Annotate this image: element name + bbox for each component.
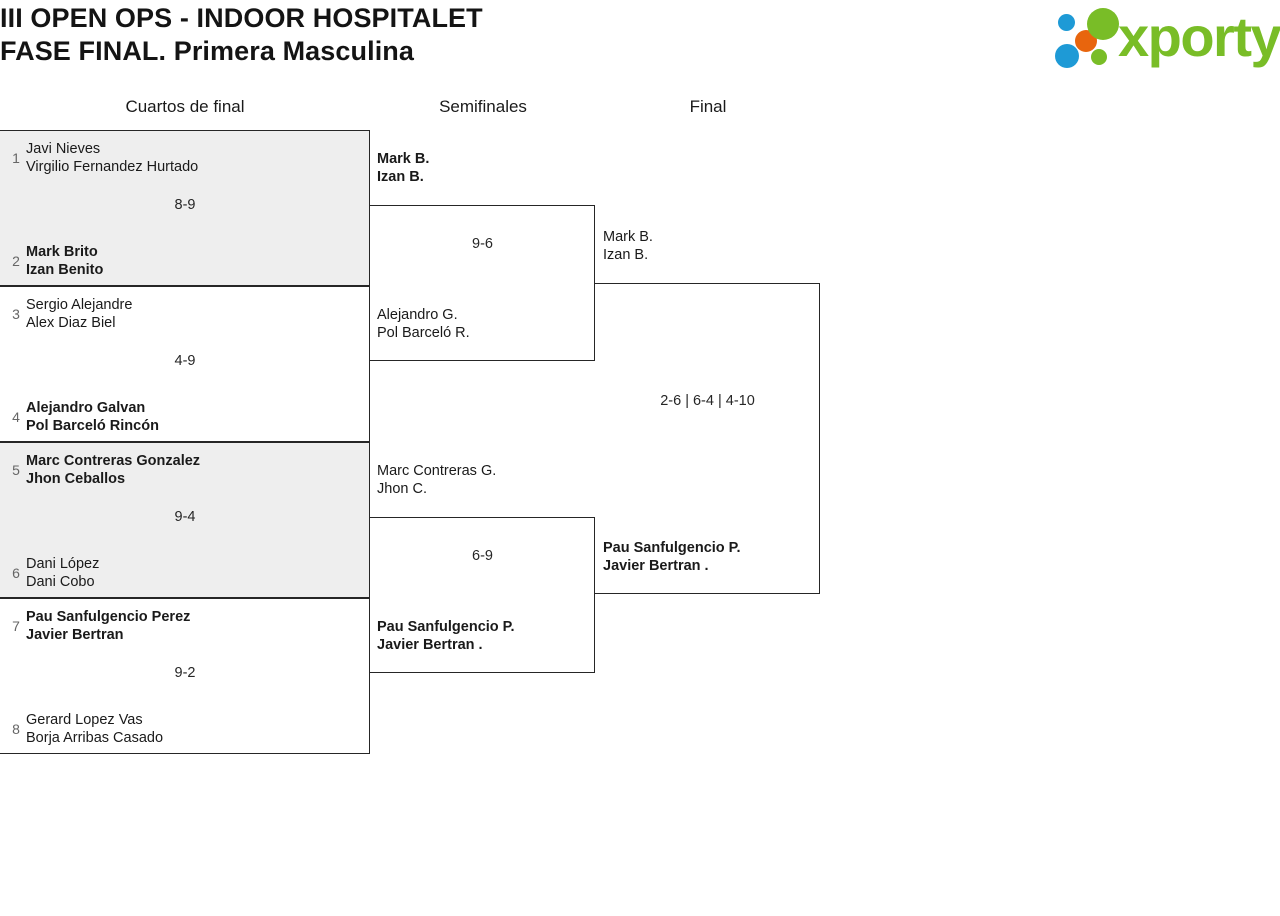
match-score: 9-4 [174, 509, 196, 525]
player-name-1: Pau Sanfulgencio P. [377, 619, 515, 635]
player-name-2: Alex Diaz Biel [26, 315, 116, 331]
player-name-1: Javi Nieves [26, 141, 101, 157]
player-name-1: Sergio Alejandre [26, 297, 133, 313]
semifinal-match-2[interactable]: Marc Contreras G. Jhon C. 6-9 Pau Sanful… [370, 463, 595, 673]
player-name-1: Mark B. [377, 151, 430, 167]
seed-number: 2 [12, 253, 20, 269]
match-score: 2-6 | 6-4 | 4-10 [660, 393, 755, 409]
player-name-2: Izan B. [603, 247, 649, 263]
team-names: Marc Contreras Gonzalez Jhon Ceballos [26, 452, 200, 488]
player-name-1: Marc Contreras Gonzalez [26, 453, 201, 469]
match-score: 6-9 [472, 548, 493, 564]
page-header: III OPEN OPS - INDOOR HOSPITALET FASE FI… [0, 0, 1280, 90]
seed-number: 3 [12, 306, 20, 322]
seed-number: 6 [12, 565, 20, 581]
logo-dots-icon [1052, 6, 1128, 68]
match-team-bottom[interactable]: Pau Sanfulgencio P. Javier Bertran . [377, 618, 515, 654]
player-name-1: Marc Contreras G. [377, 463, 497, 479]
logo-dot-green-small-icon [1091, 49, 1107, 65]
seed-number: 1 [12, 150, 20, 166]
player-name-1: Dani López [26, 556, 100, 572]
player-name-2: Dani Cobo [26, 574, 95, 590]
tournament-title: III OPEN OPS - INDOOR HOSPITALET FASE FI… [0, 2, 900, 68]
match-score: 4-9 [174, 353, 196, 369]
match-team-bottom[interactable]: Alejandro G. Pol Barceló R. [377, 306, 470, 342]
player-name-1: Mark Brito [26, 244, 98, 260]
round-header-quarterfinals: Cuartos de final [125, 97, 245, 116]
team-names: Sergio Alejandre Alex Diaz Biel [26, 296, 132, 332]
match-team-top[interactable]: Mark B. Izan B. [377, 150, 429, 186]
match-team-top[interactable]: Mark B. Izan B. [603, 228, 653, 264]
player-name-2: Jhon Ceballos [26, 471, 126, 487]
player-name-2: Javier Bertran . [377, 637, 483, 653]
player-name-2: Izan Benito [26, 262, 104, 278]
match-score: 8-9 [174, 197, 196, 213]
match-team-top[interactable]: 7 Pau Sanfulgencio Perez Javier Bertran [6, 608, 356, 644]
final-match[interactable]: Mark B. Izan B. 2-6 | 6-4 | 4-10 Pau San… [595, 229, 820, 594]
player-name-2: Javier Bertran . [603, 558, 709, 574]
match-team-bottom[interactable]: 6 Dani López Dani Cobo [6, 555, 356, 591]
player-name-2: Pol Barceló R. [377, 325, 470, 341]
player-name-1: Pau Sanfulgencio Perez [26, 609, 191, 625]
match-team-top[interactable]: Marc Contreras G. Jhon C. [377, 462, 496, 498]
player-name-1: Alejandro G. [377, 307, 458, 323]
player-name-2: Borja Arribas Casado [26, 730, 164, 746]
round-header-semifinals: Semifinales [439, 97, 527, 116]
quarterfinal-match-4[interactable]: 7 Pau Sanfulgencio Perez Javier Bertran … [0, 598, 370, 754]
title-line-1: III OPEN OPS - INDOOR HOSPITALET [0, 3, 483, 33]
player-name-1: Alejandro Galvan [26, 400, 146, 416]
match-score: 9-2 [174, 665, 196, 681]
player-name-2: Javier Bertran [26, 627, 124, 643]
team-names: Pau Sanfulgencio Perez Javier Bertran [26, 608, 190, 644]
seed-number: 5 [12, 462, 20, 478]
quarterfinal-match-2[interactable]: 3 Sergio Alejandre Alex Diaz Biel 4-9 4 … [0, 286, 370, 442]
player-name-1: Mark B. [603, 229, 653, 245]
team-names: Javi Nieves Virgilio Fernandez Hurtado [26, 140, 198, 176]
match-team-bottom[interactable]: 8 Gerard Lopez Vas Borja Arribas Casado [6, 711, 356, 747]
match-score: 9-6 [472, 236, 493, 252]
player-name-2: Izan B. [377, 169, 424, 185]
match-team-bottom[interactable]: Pau Sanfulgencio P. Javier Bertran . [603, 539, 741, 575]
match-team-bottom[interactable]: 2 Mark Brito Izan Benito [6, 243, 356, 279]
logo-dot-green-large-icon [1087, 8, 1119, 40]
xporty-logo[interactable]: xporty [1052, 5, 1280, 68]
quarterfinal-match-1[interactable]: 1 Javi Nieves Virgilio Fernandez Hurtado… [0, 130, 370, 286]
logo-dot-blue-small-icon [1058, 14, 1075, 31]
semifinal-match-1[interactable]: Mark B. Izan B. 9-6 Alejandro G. Pol Bar… [370, 151, 595, 361]
player-name-2: Virgilio Fernandez Hurtado [26, 159, 199, 175]
team-names: Mark Brito Izan Benito [26, 243, 103, 279]
match-team-top[interactable]: 3 Sergio Alejandre Alex Diaz Biel [6, 296, 356, 332]
quarterfinal-match-3[interactable]: 5 Marc Contreras Gonzalez Jhon Ceballos … [0, 442, 370, 598]
team-names: Dani López Dani Cobo [26, 555, 99, 591]
seed-number: 7 [12, 618, 20, 634]
seed-number: 4 [12, 409, 20, 425]
player-name-2: Pol Barceló Rincón [26, 418, 159, 434]
round-header-final: Final [689, 97, 727, 116]
player-name-2: Jhon C. [377, 481, 427, 497]
logo-dot-blue-large-icon [1055, 44, 1079, 68]
player-name-1: Pau Sanfulgencio P. [603, 540, 741, 556]
player-name-1: Gerard Lopez Vas [26, 712, 143, 728]
team-names: Alejandro Galvan Pol Barceló Rincón [26, 399, 159, 435]
seed-number: 8 [12, 721, 20, 737]
match-team-top[interactable]: 5 Marc Contreras Gonzalez Jhon Ceballos [6, 452, 356, 488]
team-names: Gerard Lopez Vas Borja Arribas Casado [26, 711, 163, 747]
match-team-top[interactable]: 1 Javi Nieves Virgilio Fernandez Hurtado [6, 140, 356, 176]
logo-wordmark: xporty [1118, 5, 1280, 68]
match-team-bottom[interactable]: 4 Alejandro Galvan Pol Barceló Rincón [6, 399, 356, 435]
title-line-2: FASE FINAL. Primera Masculina [0, 36, 415, 66]
